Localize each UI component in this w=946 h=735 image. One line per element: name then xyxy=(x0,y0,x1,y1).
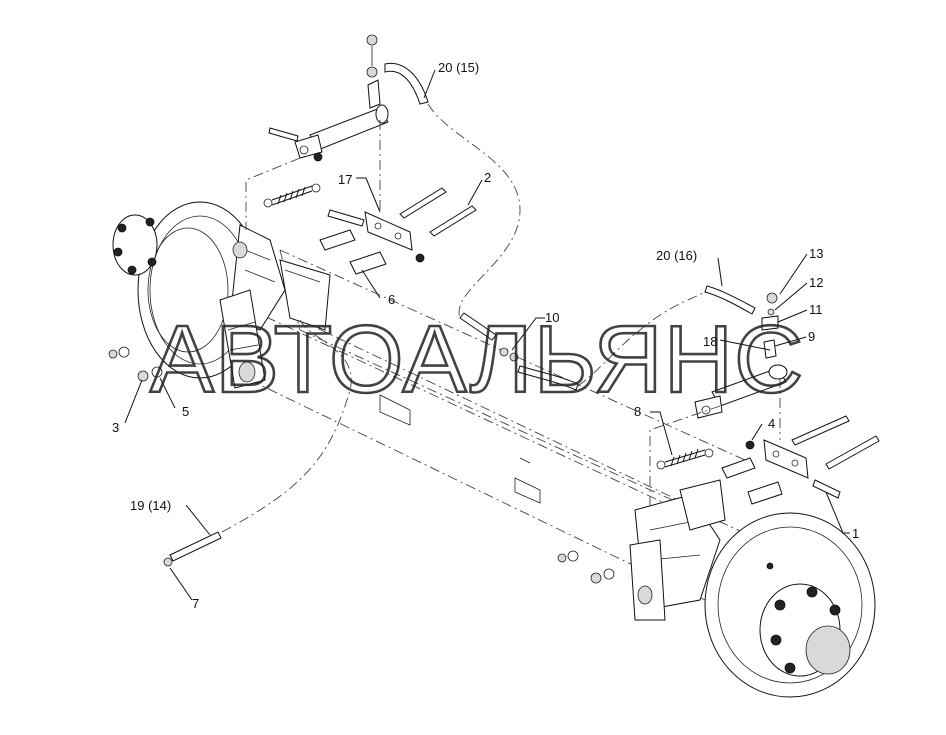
callout-11: 11 xyxy=(809,302,823,317)
brake-tube-19 xyxy=(163,531,222,567)
center-hose xyxy=(459,312,579,391)
callout-13: 13 xyxy=(809,246,823,261)
callout-5: 5 xyxy=(182,404,189,419)
callout-7: 7 xyxy=(192,596,199,611)
leader-lines xyxy=(124,69,850,601)
callout-20-16: 20 (16) xyxy=(656,248,697,263)
brake-lines xyxy=(221,103,781,533)
right-mounting-bracket xyxy=(721,415,880,505)
callout-labels: 20 (15) 2 17 6 10 20 (16) 13 12 11 9 18 … xyxy=(112,60,859,611)
callout-17: 17 xyxy=(338,172,352,187)
callout-3: 3 xyxy=(112,420,119,435)
callout-19-14: 19 (14) xyxy=(130,498,171,513)
left-brake-chamber xyxy=(268,34,389,162)
right-brake-chamber xyxy=(694,364,788,419)
right-return-spring xyxy=(656,448,714,470)
callout-18: 18 xyxy=(703,334,717,349)
right-fittings xyxy=(761,292,779,359)
callout-12: 12 xyxy=(809,275,823,290)
watermark-text: АВТОАЛЬЯНС xyxy=(150,306,804,413)
right-brake-hose xyxy=(704,285,756,315)
callout-8: 8 xyxy=(634,404,641,419)
right-wheel-hub xyxy=(629,479,876,698)
right-nuts xyxy=(557,550,615,584)
left-brake-hose xyxy=(384,62,429,105)
callout-4: 4 xyxy=(768,416,775,431)
callout-6: 6 xyxy=(388,292,395,307)
left-bracket xyxy=(279,259,331,331)
callout-2: 2 xyxy=(484,170,491,185)
callout-9: 9 xyxy=(808,329,815,344)
left-return-spring xyxy=(263,183,321,208)
left-mounting-bracket xyxy=(319,187,477,275)
left-nuts xyxy=(108,346,163,382)
callout-1: 1 xyxy=(852,526,859,541)
callout-10: 10 xyxy=(545,310,559,325)
left-wheel-hub xyxy=(112,201,286,389)
callout-20-15: 20 (15) xyxy=(438,60,479,75)
